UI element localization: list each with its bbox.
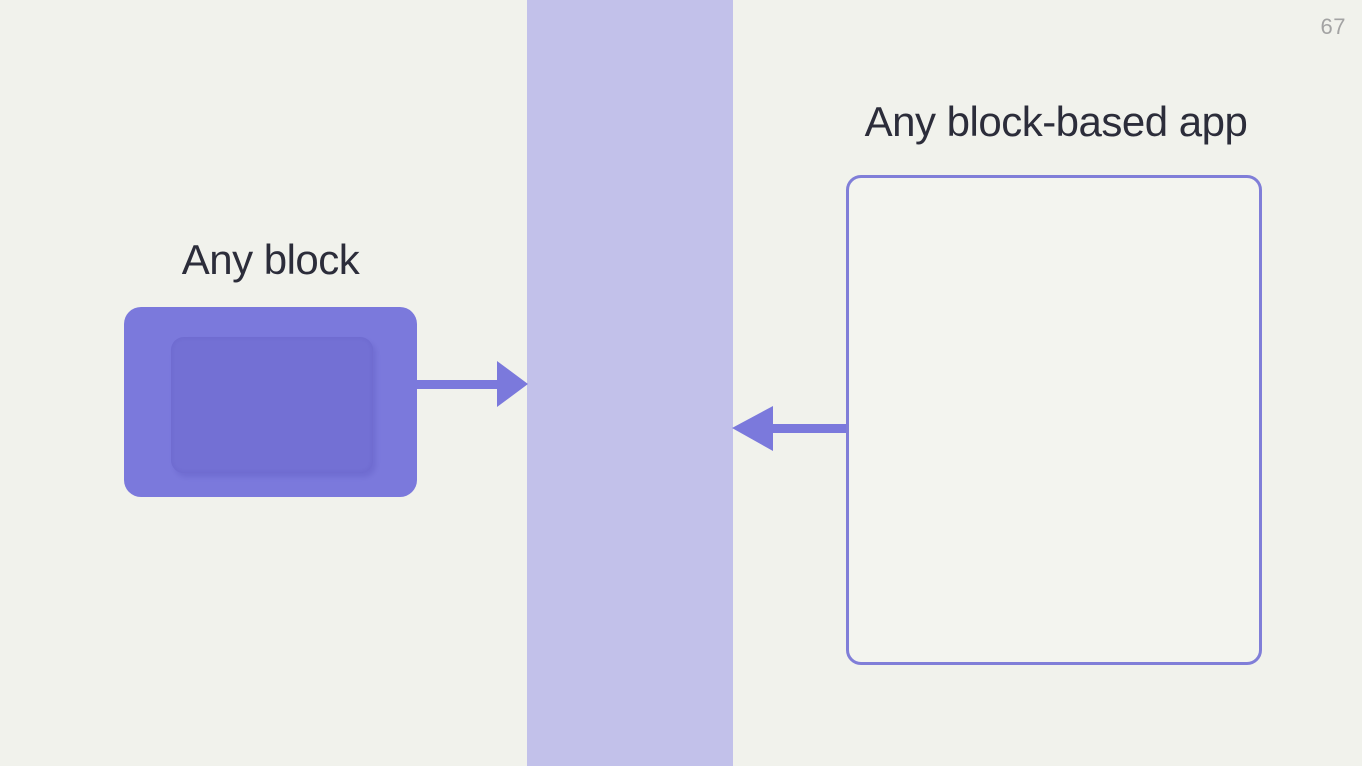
any-block-based-app-label: Any block-based app: [864, 98, 1248, 145]
any-block-label: Any block: [181, 236, 360, 283]
page-number: 67: [1320, 14, 1346, 39]
protocol-band: [527, 0, 733, 766]
arrow-left-icon: [732, 406, 848, 451]
block-inner-shape: [171, 337, 373, 473]
arrow-right-icon: [414, 361, 528, 407]
app-outline-box: [846, 175, 1262, 665]
block-shape: [124, 307, 417, 497]
